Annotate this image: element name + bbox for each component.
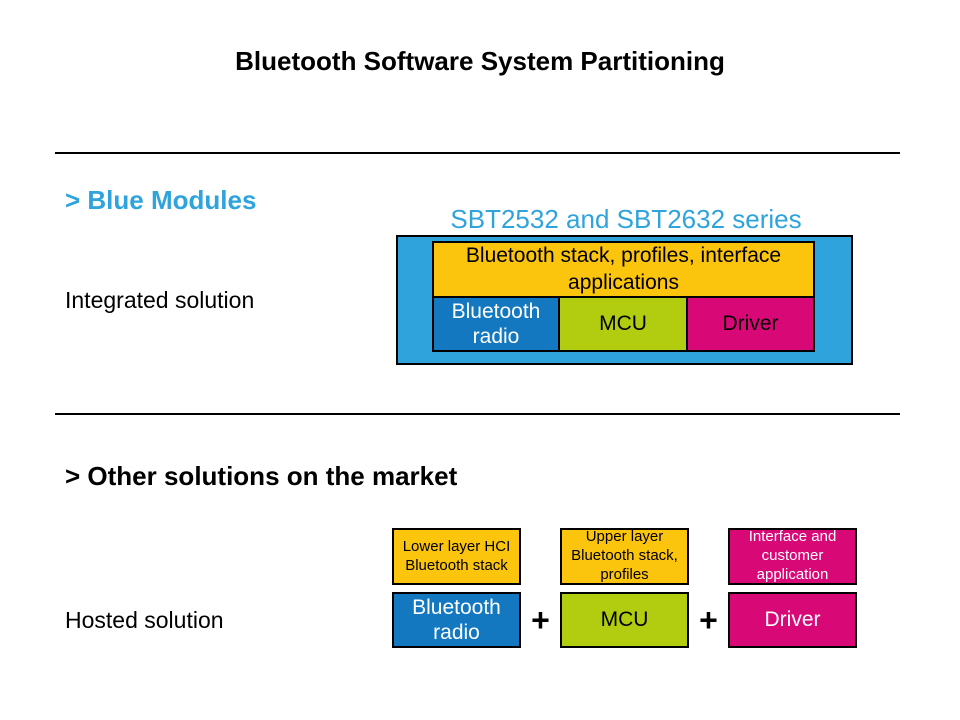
- lower-layer-hci-box: Lower layer HCI Bluetooth stack: [392, 528, 521, 585]
- plus-sign-2: +: [699, 601, 718, 638]
- bluetooth-radio-box: Bluetooth radio: [432, 296, 560, 352]
- hosted-mcu-box: MCU: [560, 592, 689, 648]
- heading-other-solutions: > Other solutions on the market: [65, 461, 458, 491]
- mcu-box: MCU: [558, 296, 688, 352]
- integrated-module-diagram: Bluetooth stack, profiles, interface app…: [396, 235, 853, 365]
- page-title: Bluetooth Software System Partitioning: [235, 46, 725, 76]
- series-title: SBT2532 and SBT2632 series: [450, 204, 802, 234]
- divider-top: [55, 152, 900, 154]
- hosted-solution-label: Hosted solution: [65, 607, 224, 633]
- hosted-bluetooth-radio-box: Bluetooth radio: [392, 592, 521, 648]
- stack-profiles-box: Bluetooth stack, profiles, interface app…: [432, 241, 815, 298]
- driver-box: Driver: [686, 296, 815, 352]
- plus-sign-1: +: [531, 601, 550, 638]
- heading-blue-modules: > Blue Modules: [65, 185, 257, 215]
- hosted-driver-box: Driver: [728, 592, 857, 648]
- interface-customer-app-box: Interface and customer application: [728, 528, 857, 585]
- divider-middle: [55, 413, 900, 415]
- upper-layer-stack-box: Upper layer Bluetooth stack, profiles: [560, 528, 689, 585]
- integrated-solution-label: Integrated solution: [65, 287, 255, 313]
